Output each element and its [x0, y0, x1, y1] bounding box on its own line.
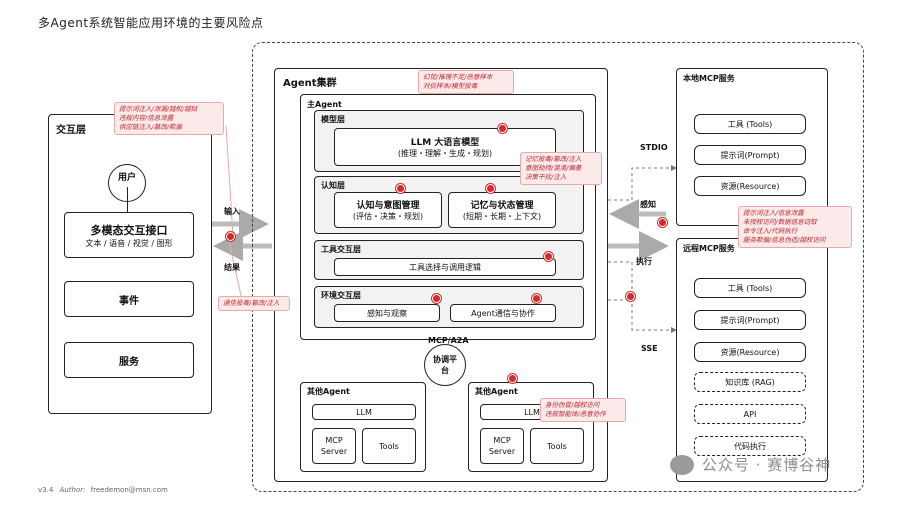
- services-box[interactable]: 服务: [64, 342, 194, 378]
- local-mcp-resource[interactable]: 资源(Resource): [694, 176, 806, 196]
- page-title: 多Agent系统智能应用环境的主要风险点: [38, 16, 264, 30]
- risk-note-result: 通信投毒/篡改/注入: [218, 296, 290, 311]
- remote-mcp-prompt[interactable]: 提示词(Prompt): [694, 310, 806, 330]
- risk-dot-local[interactable]: [658, 218, 667, 227]
- memory-subtitle: (短期・长期・上下文): [462, 212, 542, 221]
- user-connector: [127, 187, 129, 212]
- footer-info: v3.4 Author: freedemon@msn.com: [38, 486, 168, 494]
- system-boundary: [252, 42, 864, 492]
- wechat-icon: [670, 454, 694, 475]
- sse-label: SSE: [641, 344, 658, 353]
- tool-selection-box[interactable]: 工具选择与调用逻辑: [334, 258, 556, 276]
- result-label: 结果: [224, 263, 240, 272]
- watermark: 公众号 · 赛博谷神: [670, 454, 831, 475]
- llm-title: LLM 大语言模型: [410, 138, 480, 148]
- watermark-text: 公众号 · 赛博谷神: [702, 456, 832, 474]
- risk-dot-llm[interactable]: [498, 124, 507, 133]
- remote-mcp-rag[interactable]: 知识库 (RAG): [694, 372, 806, 392]
- other-agent-right-mcp-server[interactable]: MCP Server: [480, 428, 524, 464]
- intent-subtitle: (评估・决策・规划): [352, 212, 424, 221]
- other-agent-left-tools[interactable]: Tools: [362, 428, 416, 464]
- multimodal-interface-title: 多模态交互接口: [90, 223, 168, 237]
- risk-dot-other-agent[interactable]: [508, 374, 517, 383]
- cognition-layer-title: 认知层: [321, 181, 345, 190]
- local-mcp-title: 本地MCP服务: [683, 74, 735, 83]
- other-agent-left-title: 其他Agent: [307, 387, 350, 396]
- multimodal-interface[interactable]: 多模态交互接口 文本 / 语音 / 视觉 / 图形: [64, 212, 194, 258]
- user-label: 用户: [117, 173, 136, 183]
- risk-note-mcp: 提示词注入/信息泄露 未授权访问/数据信息窃取 命令注入/代码执行 服务欺骗/信…: [738, 206, 852, 248]
- main-agent-title: 主Agent: [307, 100, 342, 109]
- memory-title: 记忆与状态管理: [470, 201, 534, 211]
- risk-dot-intent[interactable]: [396, 184, 405, 193]
- coordination-label: 协调平台: [433, 355, 457, 375]
- remote-mcp-resource[interactable]: 资源(Resource): [694, 342, 806, 362]
- other-agent-right-tools[interactable]: Tools: [530, 428, 584, 464]
- footer-version: v3.4: [38, 486, 54, 494]
- env-layer-title: 环境交互层: [321, 291, 361, 300]
- risk-dot-comm[interactable]: [532, 294, 541, 303]
- perceive-observe-box[interactable]: 感知与观察: [334, 304, 440, 322]
- footer-author-label: Author:: [59, 486, 86, 494]
- remote-mcp-api[interactable]: API: [694, 404, 806, 424]
- other-agent-right-title: 其他Agent: [475, 387, 518, 396]
- agent-comm-box[interactable]: Agent通信与协作: [450, 304, 556, 322]
- input-label: 输入: [224, 207, 240, 216]
- other-agent-left-llm[interactable]: LLM: [312, 404, 416, 420]
- risk-dot-memory[interactable]: [486, 184, 495, 193]
- intent-management-box[interactable]: 认知与意图管理 (评估・决策・规划): [334, 192, 442, 228]
- model-layer-title: 模型层: [321, 115, 345, 124]
- remote-mcp-code-exec[interactable]: 代码执行: [694, 436, 806, 456]
- risk-dot-tool[interactable]: [544, 252, 553, 261]
- tool-layer-title: 工具交互层: [321, 245, 361, 254]
- agent-cluster-title: Agent集群: [283, 78, 337, 89]
- local-mcp-tools[interactable]: 工具 (Tools): [694, 114, 806, 134]
- llm-subtitle: (推理・理解・生成・规划): [397, 149, 493, 158]
- stdio-label: STDIO: [640, 143, 668, 152]
- footer-author: freedemon@msn.com: [90, 486, 168, 494]
- local-mcp-prompt[interactable]: 提示词(Prompt): [694, 145, 806, 165]
- coordination-platform[interactable]: 协调平台: [424, 344, 466, 386]
- events-box[interactable]: 事件: [64, 281, 194, 317]
- multimodal-interface-subtitle: 文本 / 语音 / 视觉 / 图形: [85, 238, 173, 248]
- llm-box[interactable]: LLM 大语言模型 (推理・理解・生成・规划): [334, 128, 556, 166]
- risk-note-multi-agent: 身份伪冒/越权访问 违规智能体/恶意协作: [540, 398, 626, 422]
- interaction-layer-title: 交互层: [56, 125, 86, 136]
- risk-note-model: 幻觉/推理不足/恶意样本 对抗样本/模型投毒: [418, 70, 514, 94]
- memory-management-box[interactable]: 记忆与状态管理 (短期・长期・上下文): [448, 192, 556, 228]
- mcp-a2a-label: MCP/A2A: [428, 336, 469, 345]
- perceive-label: 感知: [640, 200, 656, 209]
- risk-note-cognition: 记忆投毒/篡改/注入 意图劫持/混淆/偏差 决策干扰/注入: [520, 152, 602, 185]
- risk-dot-remote[interactable]: [626, 292, 635, 301]
- risk-dot-interface[interactable]: [226, 232, 235, 241]
- remote-mcp-title: 远程MCP服务: [683, 244, 735, 253]
- intent-title: 认知与意图管理: [356, 201, 420, 211]
- execute-label: 执行: [636, 257, 652, 266]
- remote-mcp-tools[interactable]: 工具 (Tools): [694, 278, 806, 298]
- risk-note-interface: 提示词注入/泄漏/越权/越狱 违规内容/信息泄露 供应链注入/篡改/欺骗: [114, 102, 224, 135]
- other-agent-left-mcp-server[interactable]: MCP Server: [312, 428, 356, 464]
- risk-dot-perceive[interactable]: [432, 294, 441, 303]
